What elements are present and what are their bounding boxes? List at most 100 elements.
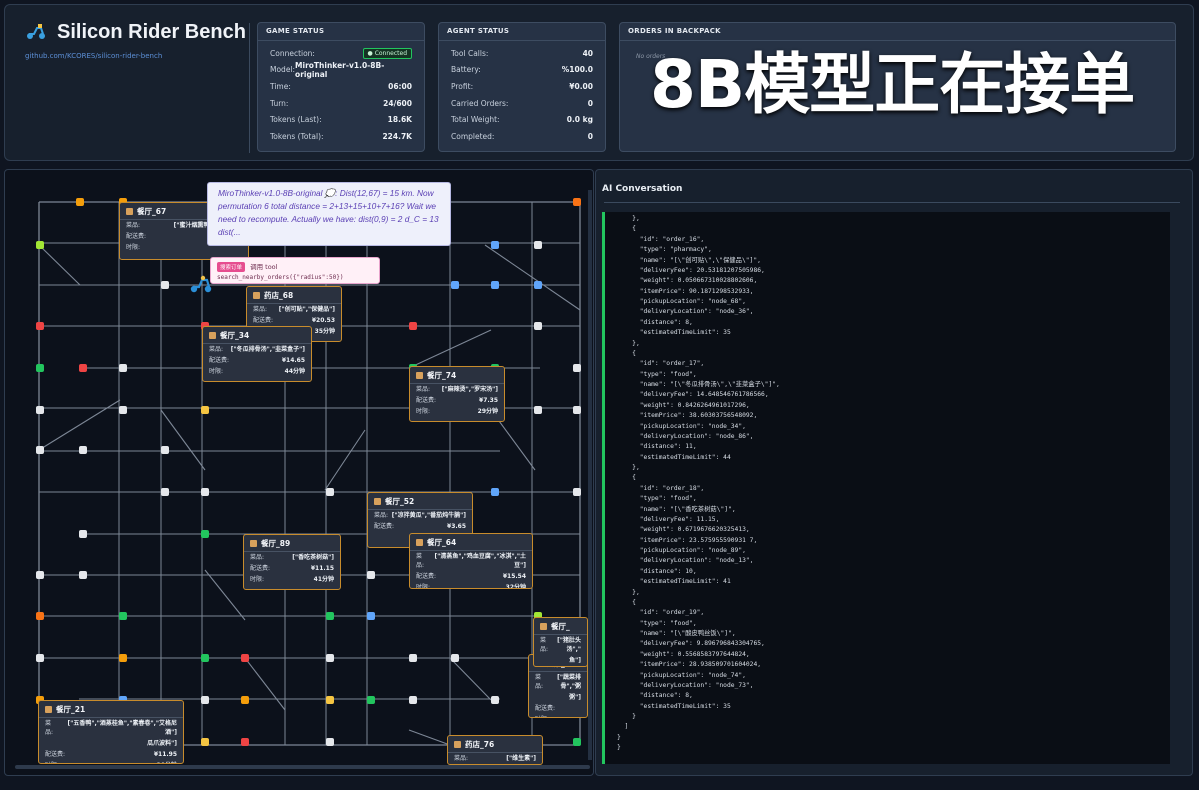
map-node-icon: [201, 488, 209, 496]
agent-status-value: ¥0.00: [569, 81, 593, 91]
tool-call-popup: 搜索订单 调用 tool search_nearby_orders({"radi…: [210, 257, 380, 284]
map-node-icon: [326, 488, 334, 496]
game-status-row: Time:06:00: [270, 78, 412, 95]
thought-text: MiroThinker-v1.0-8B-original 💭: Dist(12,…: [218, 188, 439, 237]
order-card-title: 餐厅_21: [39, 701, 183, 718]
agent-status-title: AGENT STATUS: [439, 23, 605, 41]
map-node-icon: [491, 241, 499, 249]
conversation-log[interactable]: }, { "id": "order_16", "type": "pharmacy…: [602, 212, 1170, 764]
no-orders-text: No orders: [636, 53, 666, 60]
map-node-icon: [36, 612, 44, 620]
order-card-row: 菜品:["维生素"]: [448, 753, 542, 764]
map-node-icon: [79, 364, 87, 372]
app-title: Silicon Rider Bench: [57, 21, 246, 43]
order-card-label: 配送费:: [45, 751, 66, 758]
map-node-icon: [573, 488, 581, 496]
order-card-label: 菜品:: [45, 720, 54, 736]
map-node-icon: [241, 654, 249, 662]
map-node-icon: [161, 446, 169, 454]
order-card-label: 配送费:: [416, 573, 437, 580]
map-node-icon: [534, 241, 542, 249]
order-card-value: ¥15.54: [502, 573, 526, 580]
road-segment: [244, 657, 286, 711]
tool-tag: 搜索订单: [217, 262, 246, 272]
order-card-label: 时限:: [535, 715, 549, 717]
game-status-label: Tokens (Total):: [270, 131, 324, 141]
map-node-icon: [491, 281, 499, 289]
map-horizontal-scrollbar[interactable]: [15, 765, 590, 769]
game-status-label: Model:: [270, 65, 296, 75]
order-card-row: 时限:29分钟: [410, 406, 504, 417]
map-node-icon: [451, 654, 459, 662]
connection-badge: ● Connected: [362, 47, 412, 59]
agent-status-row: Total Weight:0.0 kg: [451, 111, 593, 128]
conversation-title: AI Conversation: [602, 184, 683, 194]
agent-status-value: 0: [587, 131, 593, 141]
road-segment: [408, 329, 492, 369]
map-node-icon: [573, 364, 581, 372]
order-card-value: 32分钟: [505, 584, 526, 589]
repo-link[interactable]: github.com/KCORES/silicon-rider-bench: [25, 52, 163, 60]
map-node-icon: [119, 654, 127, 662]
map-node-icon: [36, 654, 44, 662]
order-card-row: 配送费:¥20.53: [247, 315, 341, 326]
order-card-label: 菜品:: [416, 553, 425, 569]
order-card-value: 44分钟: [284, 368, 305, 375]
order-card-label: 时限:: [416, 584, 431, 589]
order-card-value: 粥"]: [569, 694, 581, 701]
order-card-row: 菜品:["清蒸鱼","鸡血豆腐","冰淇","土豆"]: [410, 551, 532, 571]
map-node-icon: [241, 696, 249, 704]
map-node-icon: [201, 406, 209, 414]
map-node-icon: [36, 446, 44, 454]
order-card-row: 菜品:["香吃茶树菇"]: [244, 552, 340, 563]
order-card-value: ¥14.65: [281, 357, 305, 364]
road-segment: [484, 244, 581, 311]
order-card-label: 菜品:: [540, 637, 549, 653]
order-card-label: 时限:: [250, 576, 265, 583]
order-card-row: 时限: 32分钟: [410, 582, 532, 589]
agent-status-label: Carried Orders:: [451, 98, 509, 108]
game-status-label: Connection:: [270, 48, 315, 58]
order-card-label: 配送费:: [416, 397, 437, 404]
tool-call-text: search_nearby_orders({"radius":50}): [217, 274, 344, 281]
map-node-icon: [201, 654, 209, 662]
backpack-title: ORDERS IN BACKPACK: [620, 23, 1175, 41]
order-card-value: ¥7.35: [479, 397, 498, 404]
order-card-label: 配送费:: [209, 357, 230, 364]
order-card[interactable]: 餐厅_菜品:["猪肚头汤","鱼"]配送费:: [533, 617, 588, 667]
map-node-icon: [119, 406, 127, 414]
map-vertical-scrollbar[interactable]: [588, 190, 592, 760]
header-bar: Silicon Rider Bench github.com/KCORES/si…: [4, 4, 1194, 161]
game-status-row: Turn:24/600: [270, 95, 412, 112]
agent-status-value: 0.0 kg: [566, 115, 593, 125]
game-status-row: Tokens (Last):18.6K: [270, 111, 412, 128]
order-card-title: 餐厅_74: [410, 367, 504, 384]
road-segment: [204, 569, 246, 621]
scooter-icon: [25, 22, 47, 44]
order-card-row: 配送费:: [534, 666, 587, 667]
order-card-value: ["创可贴","保健品"]: [278, 306, 335, 313]
agent-status-row: Completed:0: [451, 128, 593, 145]
order-card-value: ["猪肚头汤",": [557, 637, 581, 653]
order-card-title: 餐厅_34: [203, 327, 311, 344]
order-card-value: 瓜爪波料"]: [147, 740, 177, 747]
game-status-value: 224.7K: [382, 131, 412, 141]
map-node-icon: [326, 612, 334, 620]
order-card-title: 餐厅_89: [244, 535, 340, 552]
map-node-icon: [119, 364, 127, 372]
order-card-label: 菜品:: [374, 512, 389, 519]
order-card-value: 35分钟: [314, 328, 335, 335]
agent-thought-bubble: MiroThinker-v1.0-8B-original 💭: Dist(12,…: [207, 182, 451, 246]
map-node-icon: [367, 571, 375, 579]
order-card-row: 菜品:["麻辣烫","罗宋汤"]: [410, 384, 504, 395]
agent-status-label: Tool Calls:: [451, 48, 489, 58]
road-segment: [38, 399, 121, 451]
order-card-row: 粥"]: [529, 692, 587, 703]
